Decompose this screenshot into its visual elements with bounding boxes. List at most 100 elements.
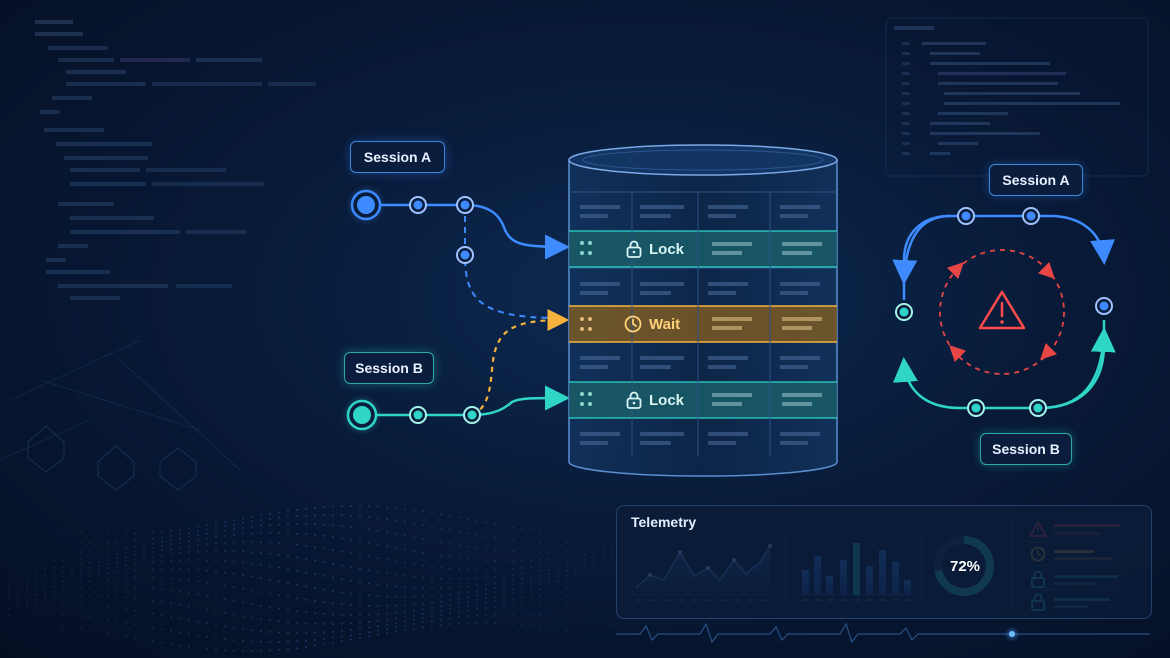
table-cell-placeholder bbox=[780, 356, 820, 360]
background-dot bbox=[179, 552, 181, 555]
table-cell-placeholder bbox=[580, 365, 608, 369]
background-dot bbox=[467, 622, 469, 625]
background-dot bbox=[242, 650, 244, 652]
background-dot bbox=[170, 643, 172, 646]
background-dot bbox=[548, 588, 550, 590]
background-dot bbox=[35, 605, 37, 607]
background-dot bbox=[152, 551, 154, 553]
background-dot bbox=[296, 610, 298, 613]
background-dot bbox=[26, 590, 28, 593]
background-dot bbox=[98, 560, 100, 563]
background-dot bbox=[0, 609, 1, 611]
background-dot bbox=[44, 527, 46, 529]
table-cell-placeholder bbox=[640, 441, 671, 445]
background-dot bbox=[377, 505, 379, 508]
background-dot bbox=[539, 559, 541, 561]
background-dot bbox=[17, 522, 19, 525]
background-dot bbox=[350, 538, 352, 541]
background-dot bbox=[557, 604, 559, 607]
background-dot bbox=[143, 611, 145, 613]
background-dot bbox=[584, 533, 586, 535]
background-dot bbox=[233, 586, 235, 588]
background-dot bbox=[44, 583, 46, 586]
background-dot bbox=[215, 637, 217, 639]
background-dot bbox=[98, 555, 100, 558]
background-dot bbox=[503, 549, 505, 552]
background-dot bbox=[296, 583, 298, 586]
background-dot bbox=[314, 573, 316, 576]
background-dot bbox=[197, 634, 199, 637]
background-dot bbox=[458, 602, 460, 605]
background-dot bbox=[539, 579, 541, 581]
table-cell-placeholder bbox=[640, 365, 671, 369]
background-dot bbox=[611, 562, 613, 565]
background-dot bbox=[584, 586, 586, 588]
background-dot bbox=[467, 604, 469, 607]
background-dot bbox=[377, 557, 379, 560]
session-b-label-text: Session B bbox=[355, 360, 423, 376]
background-dot bbox=[197, 621, 199, 623]
background-dot bbox=[251, 562, 253, 565]
background-dot bbox=[53, 540, 55, 543]
background-dot bbox=[359, 515, 361, 518]
background-dot bbox=[359, 632, 361, 635]
background-dot bbox=[89, 542, 91, 544]
table-cell-placeholder bbox=[640, 291, 671, 295]
background-dot bbox=[413, 609, 415, 612]
background-dot bbox=[53, 528, 55, 531]
lock-row-top bbox=[569, 231, 837, 267]
background-dot bbox=[332, 623, 334, 625]
background-dot bbox=[125, 533, 127, 535]
background-dot bbox=[494, 591, 496, 594]
background-dot bbox=[539, 574, 541, 577]
background-dot bbox=[107, 563, 109, 566]
background-dot bbox=[530, 580, 532, 583]
background-dot bbox=[458, 592, 460, 595]
background-dot bbox=[557, 557, 559, 560]
background-dot bbox=[251, 526, 253, 528]
background-dot bbox=[530, 613, 532, 616]
lock-icon bbox=[626, 391, 642, 409]
background-dot bbox=[125, 540, 127, 543]
background-dot bbox=[602, 532, 604, 535]
background-dot bbox=[89, 587, 91, 589]
background-dot bbox=[8, 598, 10, 601]
background-dot bbox=[278, 594, 280, 597]
background-dot bbox=[161, 549, 163, 552]
background-dot bbox=[224, 571, 226, 574]
background-dot bbox=[242, 628, 244, 630]
background-dot bbox=[530, 566, 532, 569]
background-dot bbox=[71, 530, 73, 533]
background-dot bbox=[449, 617, 451, 620]
background-dot bbox=[107, 578, 109, 581]
background-dot bbox=[143, 538, 145, 541]
background-dot bbox=[485, 583, 487, 586]
background-dot bbox=[575, 564, 577, 566]
background-dot bbox=[332, 576, 334, 579]
background-dot bbox=[458, 530, 460, 533]
background-dot bbox=[188, 531, 190, 534]
background-dot bbox=[26, 599, 28, 602]
background-dot bbox=[305, 571, 307, 574]
background-dot bbox=[125, 621, 127, 624]
background-dot bbox=[575, 555, 577, 557]
background-dot bbox=[323, 631, 325, 634]
background-dot bbox=[449, 515, 451, 517]
background-dot bbox=[0, 546, 1, 548]
background-dot bbox=[215, 610, 217, 613]
background-dot bbox=[125, 551, 127, 554]
background-dot bbox=[188, 592, 190, 594]
background-dot bbox=[179, 644, 181, 647]
background-dot bbox=[26, 622, 28, 625]
background-dot bbox=[35, 580, 37, 583]
background-dot bbox=[98, 630, 100, 633]
background-dot bbox=[530, 604, 532, 606]
background-dot bbox=[89, 575, 91, 578]
background-dot bbox=[44, 567, 46, 570]
background-dot bbox=[179, 568, 181, 570]
background-dot bbox=[62, 625, 64, 627]
background-dot bbox=[575, 586, 577, 589]
background-dot bbox=[233, 528, 235, 531]
background-dot bbox=[17, 548, 19, 551]
